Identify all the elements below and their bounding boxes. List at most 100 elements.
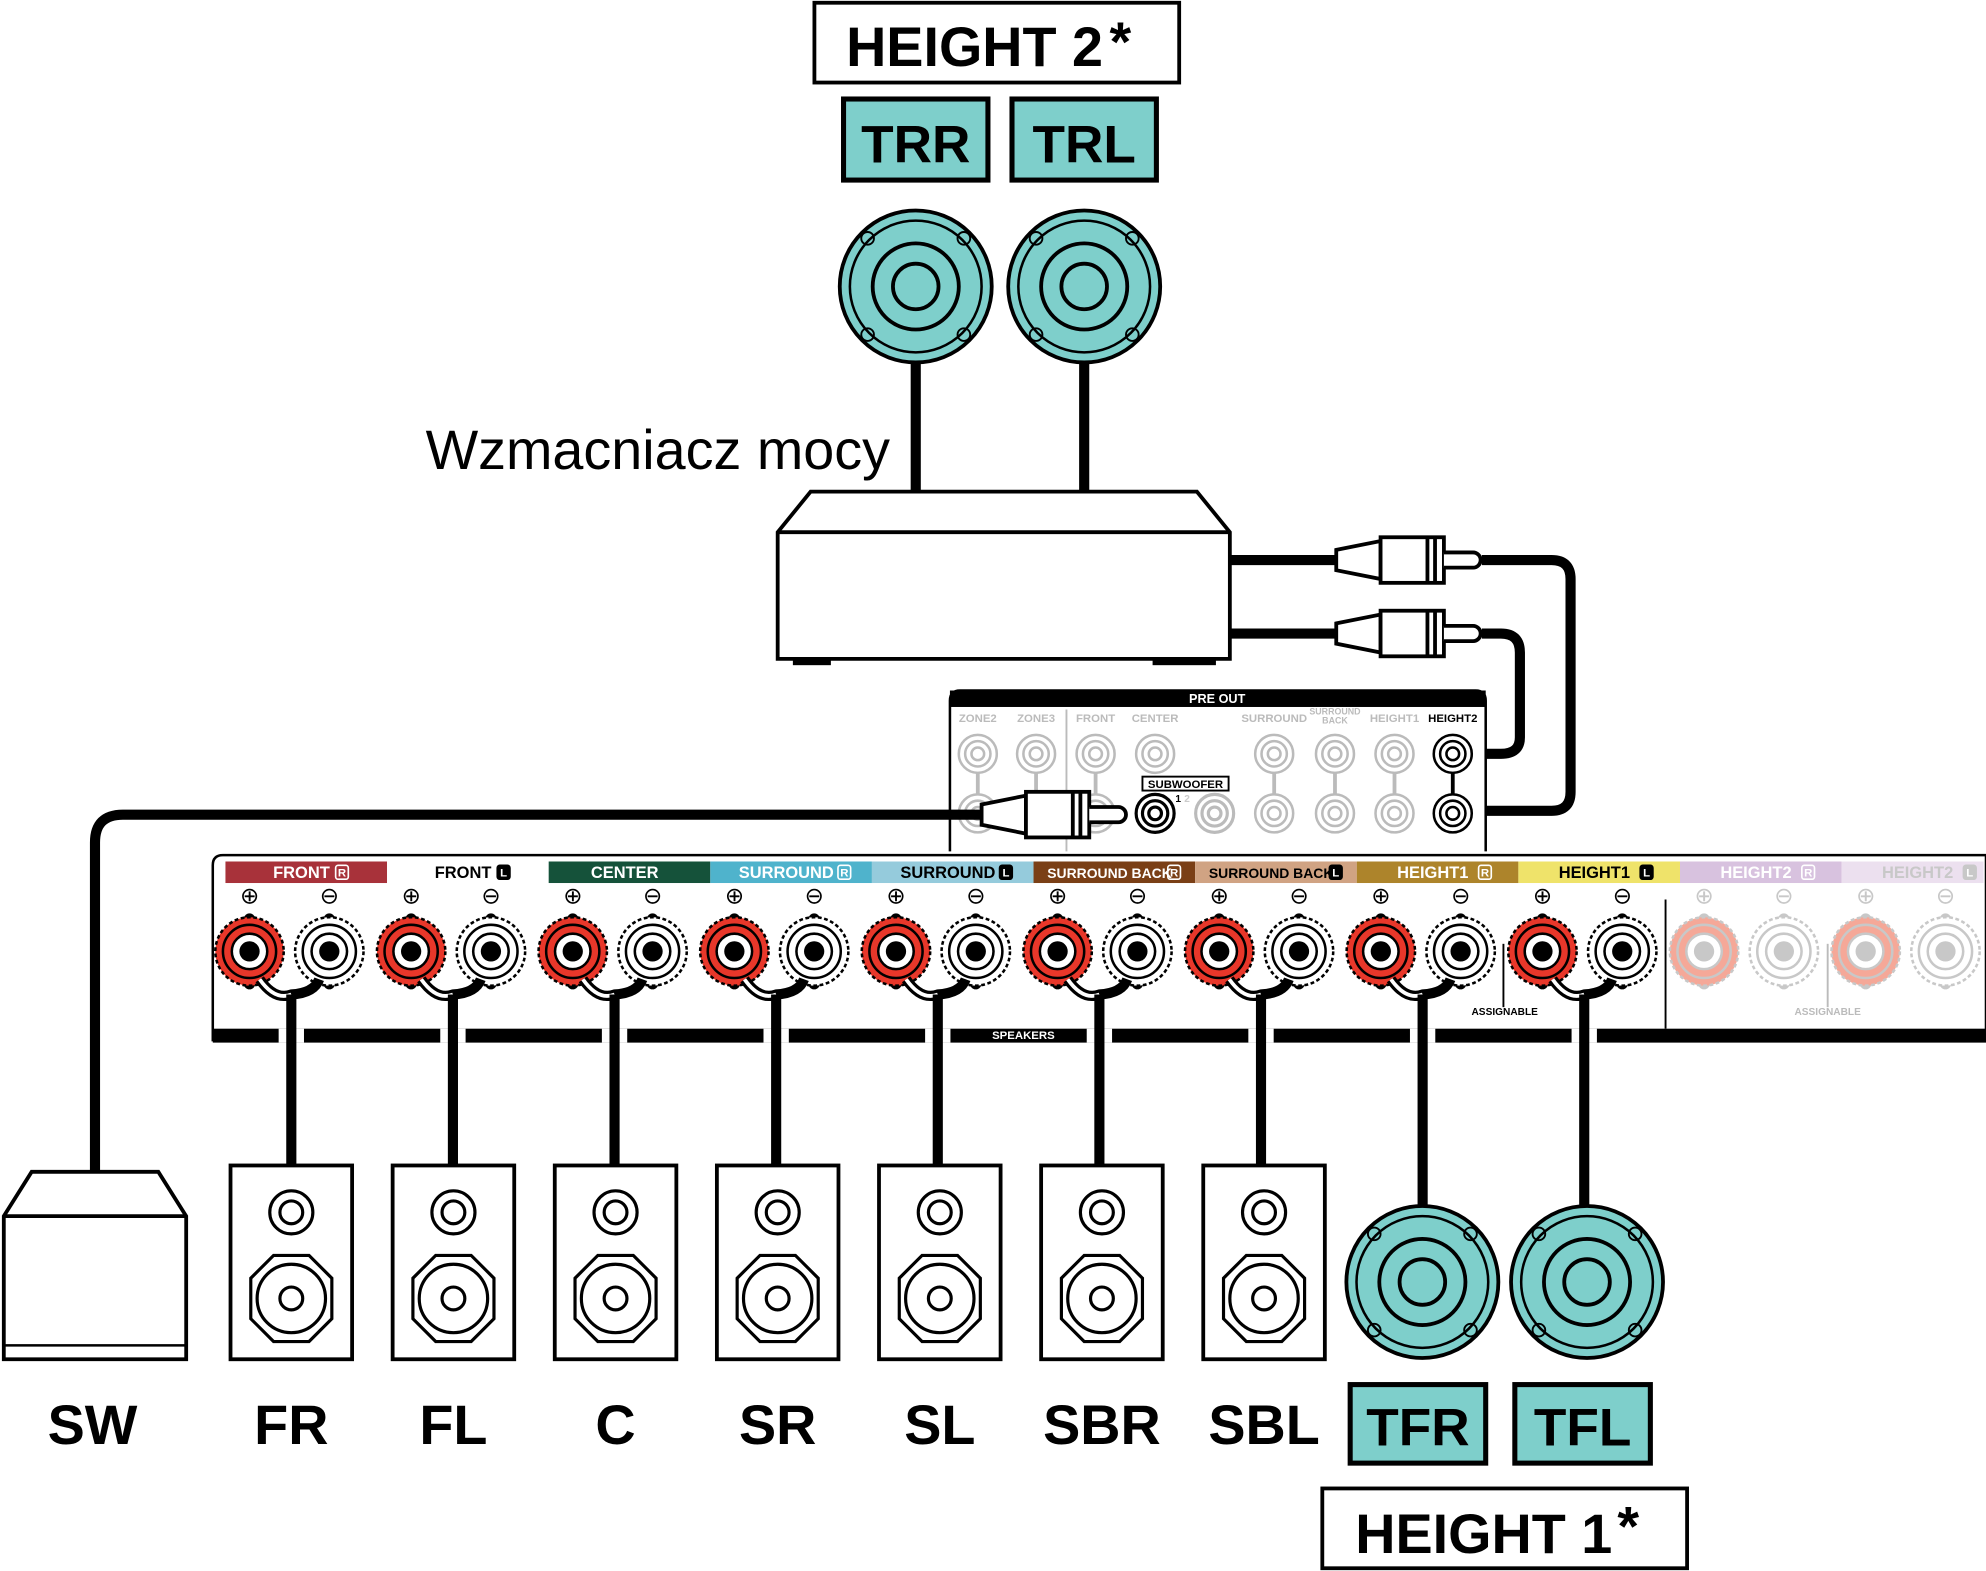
floor-speaker-c (552, 1163, 679, 1362)
floor-speaker-sr (714, 1163, 841, 1362)
channel-side-badge (1328, 864, 1343, 881)
height2-group-label: HEIGHT 2 (846, 16, 1103, 78)
subwoofer-speaker (1, 1169, 189, 1362)
preout-column-label: CENTER (1132, 713, 1179, 725)
ceiling-speaker-tfr (1344, 1204, 1501, 1360)
channel-side: R (1481, 868, 1489, 880)
subwoofer-cable (89, 809, 1001, 1172)
channel-side-badge (1801, 864, 1816, 881)
speaker-label-fr: FR (254, 1394, 328, 1456)
rca-plug-left (1334, 608, 1483, 659)
channel-label-bg (1841, 861, 1984, 884)
power-amplifier (775, 489, 1232, 666)
minus-symbol: ⊖ (481, 882, 500, 908)
rca-cable-height2-left (1229, 628, 1525, 759)
channel-side-badge (1166, 864, 1182, 881)
channel-label: HEIGHT2 (1720, 864, 1791, 882)
minus-symbol: ⊖ (643, 882, 662, 908)
ceiling-speaker-trl (1006, 208, 1163, 365)
channel-side: R (1804, 868, 1812, 880)
channel-side: L (1643, 868, 1650, 880)
channel-side: R (840, 868, 848, 880)
plus-symbol: ⊕ (725, 882, 744, 908)
channel-label-bg (225, 861, 388, 884)
height1-asterisk: * (1617, 1495, 1639, 1557)
channel-label: CENTER (591, 864, 659, 882)
plus-symbol: ⊕ (886, 882, 905, 908)
preout-column-label: HEIGHT1 (1370, 713, 1420, 725)
height2-asterisk: * (1110, 11, 1132, 73)
speaker-label-sbr: SBR (1043, 1394, 1161, 1456)
channel-label-bg (871, 861, 1034, 884)
channel-label: SURROUND BACK (1209, 865, 1334, 881)
preout-column-label: FRONT (1076, 713, 1115, 725)
minus-symbol: ⊖ (966, 882, 985, 908)
subwoofer-number-1: 1 (1175, 794, 1181, 805)
channel-label: SURROUND (739, 864, 834, 882)
plus-symbol: ⊕ (563, 882, 582, 908)
channel-label: SURROUND BACK (1047, 865, 1172, 881)
power-amplifier-label: Wzmacniacz mocy (426, 419, 891, 481)
channel-side: L (500, 868, 507, 880)
preout-column-label: ZONE3 (1017, 713, 1055, 725)
floor-speaker-fl (390, 1163, 517, 1362)
channel-label-bg (710, 861, 872, 884)
channel-side-badge (837, 864, 852, 881)
channel-front-r: FRONT R ⊕ ⊖ (214, 861, 388, 1001)
plus-symbol: ⊕ (1533, 882, 1552, 908)
channel-label: SURROUND (900, 864, 995, 882)
plus-symbol: ⊕ (1210, 882, 1229, 908)
height1-group-label: HEIGHT 1 (1355, 1503, 1612, 1565)
channel-side: R (338, 868, 346, 880)
channel-side-badge (496, 864, 511, 881)
height2-group-box (812, 0, 1182, 85)
speaker-tag-tfl-box (1512, 1382, 1653, 1466)
speaker-label-sl: SL (904, 1394, 975, 1456)
preout-title: PRE OUT (1189, 692, 1246, 706)
channel-label-bg (1033, 861, 1196, 884)
channel-height1-l: HEIGHT1 L ⊕ ⊖ (1506, 861, 1680, 1001)
preout-column-label: BACK (1322, 715, 1348, 725)
speaker-tag-tfr-box (1347, 1382, 1489, 1466)
channel-label: FRONT (273, 864, 330, 882)
channel-side-badge (1477, 864, 1493, 881)
channel-label: HEIGHT2 (1882, 864, 1953, 882)
minus-symbol: ⊖ (1451, 882, 1470, 908)
speaker-tag-trl-label: TRL (1032, 115, 1135, 174)
subwoofer-rca-plug (979, 789, 1128, 840)
assignable-label: ASSIGNABLE (1472, 1007, 1539, 1018)
channel-side-badge (998, 864, 1014, 881)
plus-symbol: ⊕ (240, 882, 259, 908)
speaker-tag-tfl-label: TFL (1534, 1398, 1631, 1457)
speakers-label: SPEAKERS (992, 1030, 1055, 1042)
channel-label: HEIGHT1 (1559, 864, 1630, 882)
minus-symbol: ⊖ (1613, 882, 1632, 908)
ceiling-speaker-trr (837, 208, 994, 365)
subwoofer-number-2: 2 (1184, 794, 1190, 805)
minus-symbol: ⊖ (1774, 882, 1793, 908)
preout-column-label: HEIGHT2 (1428, 713, 1477, 725)
minus-symbol: ⊖ (320, 882, 339, 908)
preout-column-label: SURROUND (1309, 707, 1361, 717)
plus-symbol: ⊕ (1048, 882, 1067, 908)
minus-symbol: ⊖ (1936, 882, 1955, 908)
channel-label: FRONT (435, 864, 492, 882)
speaker-label-sbl: SBL (1208, 1394, 1319, 1456)
plus-symbol: ⊕ (1695, 882, 1714, 908)
speaker-label-fl: FL (419, 1394, 487, 1456)
channel-center: CENTER ⊕ ⊖ (537, 861, 711, 1001)
speaker-label-c: C (595, 1394, 635, 1456)
channel-label: HEIGHT1 (1397, 864, 1468, 882)
channel-side-badge (1639, 864, 1654, 881)
rca-cable-height2-right (1229, 554, 1576, 816)
floor-speaker-fr (228, 1163, 355, 1362)
height1-group-box (1320, 1486, 1689, 1571)
channel-side-badge (1962, 864, 1977, 881)
speaker-tag-trr-label: TRR (861, 115, 970, 174)
